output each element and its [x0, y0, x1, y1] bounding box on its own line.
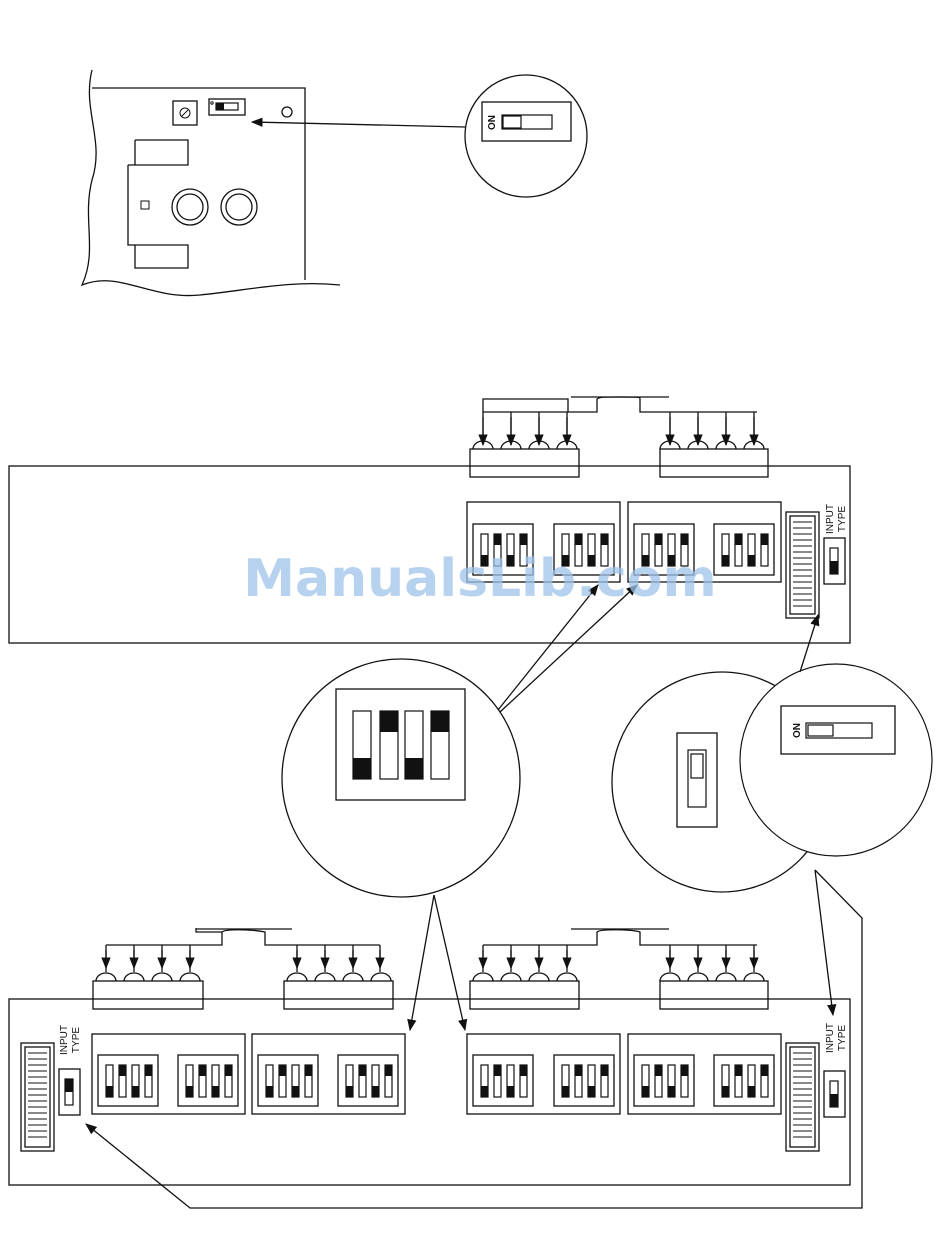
input-type-switch-middle	[824, 538, 845, 584]
watermark: ManualsLib.com	[243, 549, 716, 609]
on-label-mid: ON	[792, 723, 803, 738]
type-label-middle: TYPE	[837, 506, 848, 532]
bracket	[128, 140, 188, 268]
zoom-circle-on: ON	[740, 615, 932, 856]
zoom-circle-dip	[282, 585, 637, 1030]
zoom-circle-top	[465, 75, 587, 197]
type-label-bottom-right: TYPE	[837, 1025, 848, 1051]
cable-route	[86, 870, 862, 1208]
bottom-board: INPUT TYPE	[9, 928, 850, 1185]
dip-switches-bottom	[106, 1065, 768, 1097]
input-label-bottom-right: INPUT	[825, 1023, 836, 1053]
input-type-switch-bottom-right	[824, 1071, 845, 1117]
dip-groups-bottom	[92, 1034, 781, 1114]
mounting-hole	[282, 107, 292, 117]
top-board-detail: ON	[82, 70, 587, 296]
terminal-strip-middle	[786, 512, 819, 618]
terminal-strip-bottom-left	[21, 1043, 54, 1151]
input-type-switch-bottom-left	[59, 1069, 80, 1115]
input-label-bottom-left: INPUT	[59, 1025, 70, 1055]
on-label-top: ON	[487, 115, 498, 130]
type-label-bottom-left: TYPE	[71, 1027, 82, 1053]
led-row-left	[473, 441, 577, 449]
input-label-middle: INPUT	[825, 504, 836, 534]
led-row-right	[660, 441, 764, 449]
board-edge-right	[92, 88, 305, 280]
terminal-strip-bottom-right	[786, 1043, 819, 1151]
